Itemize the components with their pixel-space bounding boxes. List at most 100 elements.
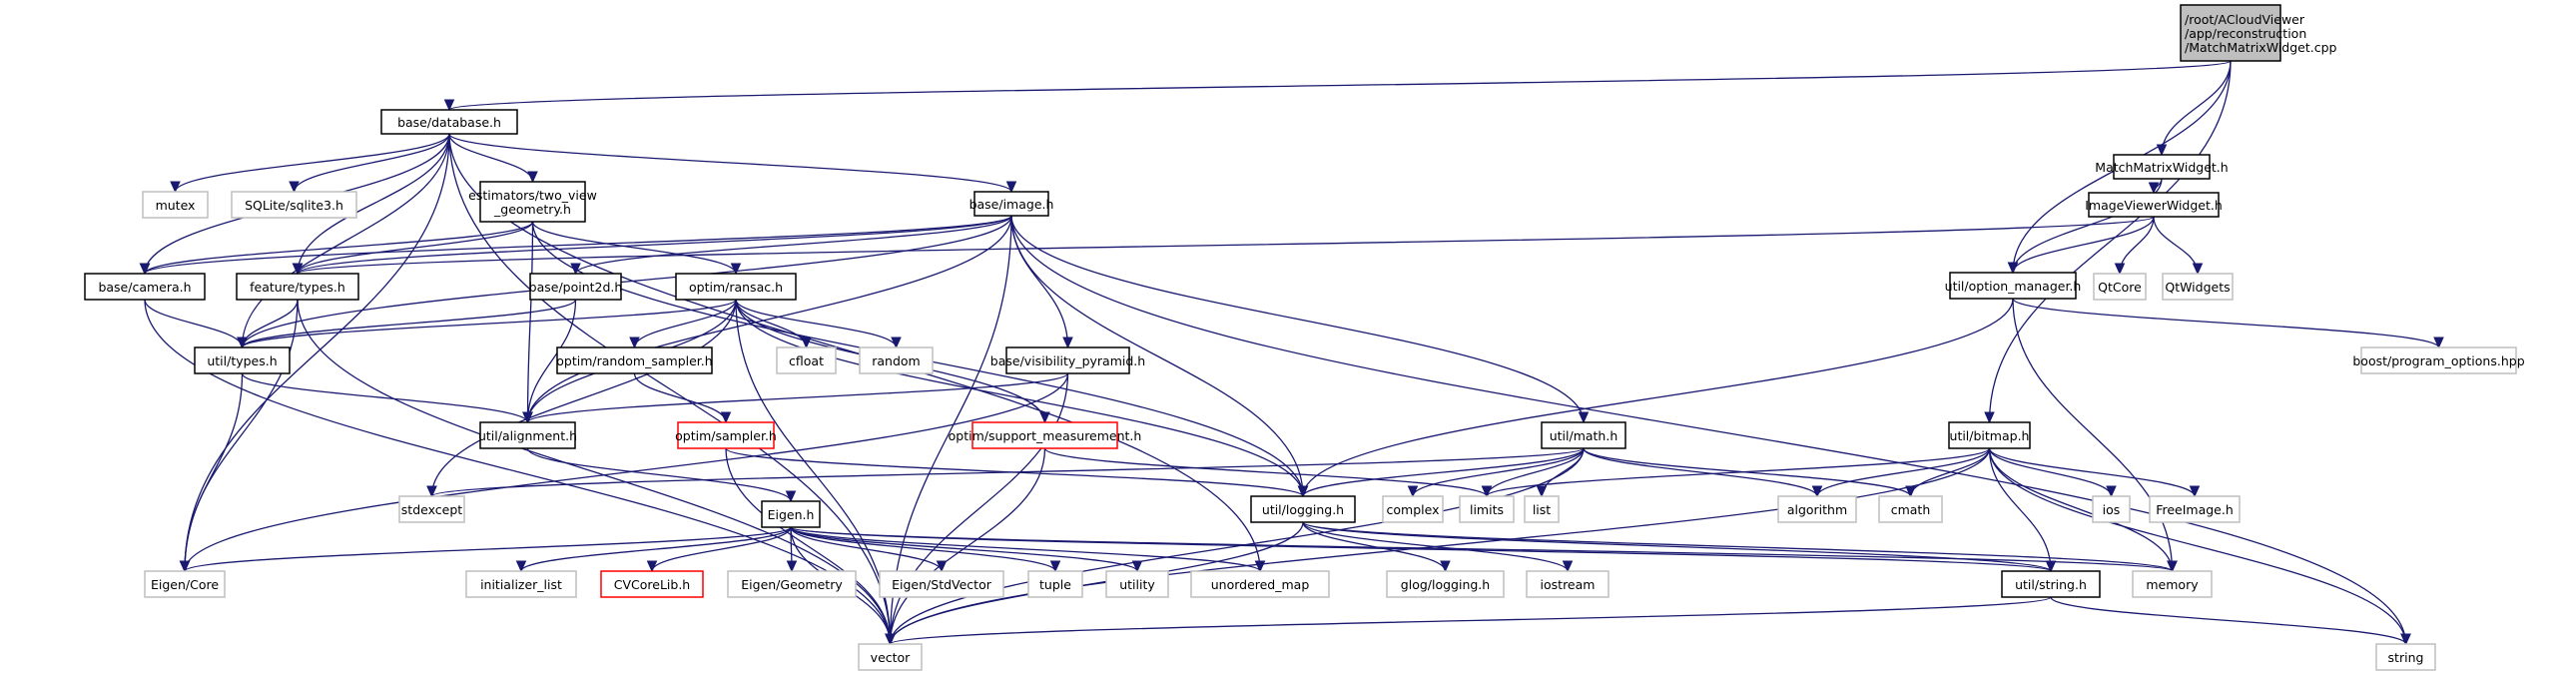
node-root[interactable]: /root/ACloudViewer/app/reconstruction/Ma… xyxy=(2180,4,2337,62)
node-box xyxy=(556,346,713,374)
node-label: feature/types.h xyxy=(250,280,345,295)
arrowhead xyxy=(936,560,948,573)
node-optionmgr[interactable]: util/option_manager.h xyxy=(1945,272,2082,300)
node-label: cfloat xyxy=(789,353,824,368)
node-label: memory xyxy=(2146,577,2199,592)
node-box xyxy=(1878,495,1943,523)
edge-eigenh-to-eigencore xyxy=(184,526,792,572)
node-label: /root/ACloudViewer xyxy=(2185,12,2305,27)
node-camera[interactable]: base/camera.h xyxy=(84,273,206,301)
node-box xyxy=(973,191,1049,217)
node-twoview[interactable]: estimators/two_view_geometry.h xyxy=(468,181,597,223)
edge-vispyr-to-vector xyxy=(889,372,1069,645)
edge-eigenh-to-memory xyxy=(790,526,2174,572)
edge-ransac-to-randsampler xyxy=(633,299,737,348)
arrowhead xyxy=(1562,560,1574,573)
arrowhead xyxy=(1039,411,1050,424)
node-supportmeas[interactable]: optim/support_measurement.h xyxy=(949,421,1142,449)
node-vector: vector xyxy=(858,643,923,671)
node-vispyr[interactable]: base/visibility_pyramid.h xyxy=(990,346,1145,374)
edge-bitmap-to-limits xyxy=(1486,447,1991,497)
node-logging[interactable]: util/logging.h xyxy=(1250,495,1356,523)
node-label: initializer_list xyxy=(480,577,562,592)
node-label: base/camera.h xyxy=(98,280,191,295)
edge-twoview-to-feattypes xyxy=(297,221,534,275)
edge-logging-to-utilstring xyxy=(1302,521,2052,572)
edge-optionmgr-to-logging xyxy=(1302,298,2014,497)
node-alignment[interactable]: util/alignment.h xyxy=(478,421,577,449)
node-ransac[interactable]: optim/ransac.h xyxy=(675,273,797,301)
arrowhead xyxy=(2148,182,2160,195)
node-eigengeom: Eigen/Geometry xyxy=(727,570,857,598)
node-randsampler[interactable]: optim/random_sampler.h xyxy=(556,346,713,374)
edge-ransac-to-stdexcept xyxy=(430,299,737,497)
node-label: QtCore xyxy=(2098,280,2142,295)
node-initlist: initializer_list xyxy=(465,570,577,598)
node-box xyxy=(479,421,576,449)
arrowhead xyxy=(570,263,581,276)
node-utilstring[interactable]: util/string.h xyxy=(2001,570,2101,598)
edge-image-to-feattypes xyxy=(297,215,1012,275)
node-box xyxy=(1949,272,2077,300)
arrowhead xyxy=(629,337,640,349)
arrowhead xyxy=(801,337,812,349)
edge-eigenh-to-utilstring xyxy=(790,526,2052,572)
edge-bitmap-to-cmath xyxy=(1909,447,1991,497)
node-label: tuple xyxy=(1039,577,1071,592)
node-eigencore: Eigen/Core xyxy=(144,570,226,598)
node-box xyxy=(231,191,357,219)
edge-bitmap-to-vector xyxy=(889,447,1991,645)
node-imageviewer[interactable]: ImageViewerWidget.h xyxy=(2085,192,2223,218)
edge-math-to-complex xyxy=(1412,447,1585,497)
edge-image-to-string xyxy=(1010,215,2407,645)
node-label: Eigen.h xyxy=(768,507,815,522)
node-label: /MatchMatrixWidget.cpp xyxy=(2185,40,2337,55)
node-matchmatrix[interactable]: MatchMatrixWidget.h xyxy=(2095,154,2229,180)
node-box xyxy=(194,346,291,374)
node-label: base/database.h xyxy=(397,115,501,130)
edge-sampler-to-vector xyxy=(725,447,892,645)
node-label: base/point2d.h xyxy=(529,280,623,295)
node-cvcorelib[interactable]: CVCoreLib.h xyxy=(600,570,704,598)
edge-logging-to-vector xyxy=(889,521,1304,645)
node-label: util/bitmap.h xyxy=(1950,428,2030,443)
edge-image-to-alignment xyxy=(526,215,1012,423)
node-box xyxy=(84,273,206,301)
node-math[interactable]: util/math.h xyxy=(1541,421,1626,449)
arrowhead xyxy=(2114,263,2126,276)
node-limits: limits xyxy=(1459,495,1515,523)
edge-utilstring-to-vector xyxy=(889,596,2052,645)
edge-bitmap-to-ios xyxy=(1988,447,2113,497)
arrowhead xyxy=(1481,485,1493,498)
edge-eigenh-to-initlist xyxy=(520,526,792,572)
node-point2d[interactable]: base/point2d.h xyxy=(529,273,623,301)
node-box xyxy=(2088,192,2220,218)
node-label: list xyxy=(1533,502,1551,517)
edge-ransac-to-random xyxy=(735,299,898,348)
edge-bitmap-to-freeimage xyxy=(1988,447,2196,497)
node-sampler[interactable]: optim/sampler.h xyxy=(675,421,777,449)
node-utiltypes[interactable]: util/types.h xyxy=(194,346,291,374)
arrowhead xyxy=(522,411,533,424)
node-box xyxy=(479,181,586,223)
node-box xyxy=(465,570,577,598)
arrowhead xyxy=(292,263,304,276)
node-cmath: cmath xyxy=(1878,495,1943,523)
node-feattypes[interactable]: feature/types.h xyxy=(236,273,359,301)
edge-twoview-to-ransac xyxy=(531,221,737,275)
edge-math-to-stdexcept xyxy=(430,447,1585,497)
node-eigenh[interactable]: Eigen.h xyxy=(761,500,821,528)
arrowhead xyxy=(2106,485,2117,498)
node-complex: complex xyxy=(1382,495,1444,523)
node-image[interactable]: base/image.h xyxy=(969,191,1054,217)
arrowhead xyxy=(730,263,742,276)
node-box xyxy=(2149,495,2241,523)
node-box xyxy=(1777,495,1857,523)
edge-math-to-logging xyxy=(1302,447,1585,497)
node-bitmap[interactable]: util/bitmap.h xyxy=(1948,421,2031,449)
node-box xyxy=(1250,495,1356,523)
edge-bitmap-to-algorithm xyxy=(1816,447,1991,497)
edge-image-to-logging xyxy=(1010,215,1304,497)
arrowhead xyxy=(426,485,437,498)
node-database[interactable]: base/database.h xyxy=(380,109,518,135)
